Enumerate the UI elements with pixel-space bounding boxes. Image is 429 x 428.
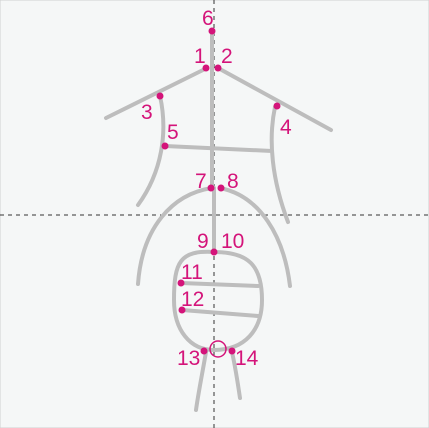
lower-left-sweep-stroke — [136, 186, 214, 286]
point-14-label: 14 — [235, 347, 259, 370]
point-3-label: 3 — [141, 101, 153, 124]
point-13-dot — [200, 347, 208, 355]
closure-circle-marker — [209, 340, 227, 358]
left-shoulder-stroke — [104, 66, 209, 120]
point-11-dot — [177, 279, 185, 287]
left-tail-stroke — [194, 350, 208, 412]
point-5-label: 5 — [167, 121, 179, 144]
point-8-dot — [217, 184, 225, 192]
bottom-loop-stroke — [172, 249, 264, 352]
middle-crossbar-stroke — [163, 144, 274, 153]
point-9-10-dot — [210, 248, 218, 256]
right-shoulder-stroke — [216, 66, 333, 132]
point-8-label: 8 — [227, 170, 239, 193]
point-2-label: 2 — [221, 45, 233, 68]
point-4-dot — [273, 102, 281, 110]
point-1-dot — [202, 64, 210, 72]
point-3-dot — [156, 92, 164, 100]
point-14-dot — [228, 347, 236, 355]
point-9-label: 9 — [197, 230, 209, 253]
loop-upper-bar-stroke — [179, 281, 260, 288]
point-6-dot — [208, 27, 216, 35]
left-upper-curve-stroke — [136, 94, 166, 207]
point-6-label: 6 — [202, 7, 214, 30]
lower-right-sweep-stroke — [218, 186, 292, 288]
point-5-dot — [161, 142, 169, 150]
point-7-label: 7 — [195, 170, 207, 193]
point-12-dot — [178, 306, 186, 314]
point-10-label: 10 — [221, 230, 244, 253]
right-upper-curve-stroke — [269, 105, 290, 224]
point-2-dot — [214, 64, 222, 72]
point-11-label: 11 — [181, 261, 203, 284]
point-13-label: 13 — [177, 347, 200, 370]
point-12-label: 12 — [181, 288, 204, 311]
point-1-label: 1 — [194, 45, 206, 68]
right-tail-stroke — [230, 350, 242, 400]
point-4-label: 4 — [280, 116, 292, 139]
loop-lower-bar-stroke — [180, 308, 260, 318]
point-7-dot — [207, 184, 215, 192]
